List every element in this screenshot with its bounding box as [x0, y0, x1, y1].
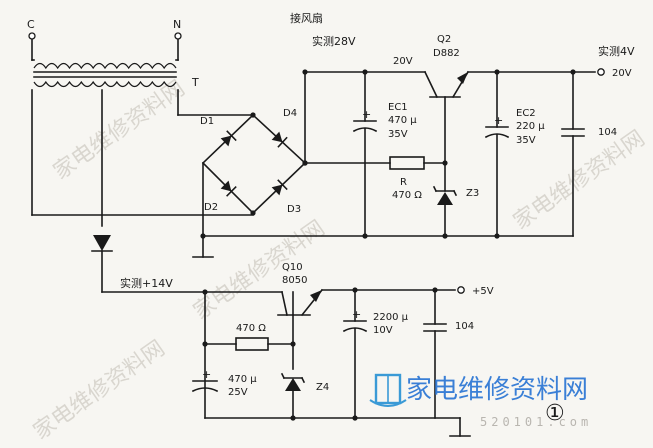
watermark-text-4: 家电维修资料网	[29, 336, 170, 445]
watermark-text-2: 家电维修资料网	[189, 216, 330, 325]
diode-d1-bar	[226, 130, 237, 142]
label-measured-14v: 实测+14V	[120, 276, 173, 290]
label-n: N	[173, 18, 181, 31]
output-20v-terminal	[597, 68, 605, 76]
label-ec2-volt: 35V	[516, 135, 536, 146]
label-cap-104-bottom: 104	[455, 321, 474, 332]
svg-text:+: +	[202, 368, 211, 381]
label-ec2-cap: 220 μ	[516, 121, 545, 132]
url-watermark: 520101.com	[480, 415, 592, 429]
label-q2-part: D882	[433, 48, 460, 59]
label-z4: Z4	[316, 382, 329, 393]
label-5v: +5V	[472, 286, 494, 297]
label-c2200-cap: 2200 μ	[373, 312, 409, 323]
label-measured-28v: 实测28V	[312, 34, 356, 48]
label-d3: D3	[287, 204, 301, 215]
label-cap-104-top: 104	[598, 127, 617, 138]
label-c2200-volt: 10V	[373, 325, 393, 336]
label-d2: D2	[204, 202, 218, 213]
label-q10-part: 8050	[282, 275, 307, 286]
label-ec1-cap: 470 μ	[388, 115, 417, 126]
label-ec1-volt: 35V	[388, 129, 408, 140]
terminal-c	[28, 32, 36, 40]
diode-d4	[271, 131, 283, 143]
svg-text:+: +	[352, 308, 361, 321]
label-fan: 接风扇	[290, 11, 323, 25]
label-d1: D1	[200, 116, 214, 127]
label-c: C	[27, 18, 35, 31]
svg-text:+: +	[494, 114, 503, 127]
brand-watermark: 家电维修资料网	[406, 375, 588, 405]
svg-text:+: +	[362, 108, 371, 121]
diode-d2-bar	[226, 186, 237, 197]
terminal-n	[174, 32, 182, 40]
label-q10: Q10	[282, 262, 303, 273]
watermark-text-1: 家电维修资料网	[49, 76, 190, 185]
label-20v-in: 20V	[393, 56, 413, 67]
label-q2: Q2	[437, 34, 451, 45]
label-r-value: 470 Ω	[392, 190, 422, 201]
label-ec1: EC1	[388, 102, 408, 113]
diode-d2	[220, 180, 232, 192]
label-c470-cap: 470 μ	[228, 374, 257, 385]
diode-d1	[220, 135, 232, 147]
transformer	[28, 32, 182, 227]
upper-regulator: + +	[192, 68, 605, 258]
output-5v-terminal	[457, 286, 465, 294]
label-d4: D4	[283, 108, 297, 119]
label-20v-out: 20V	[612, 68, 632, 79]
label-r: R	[400, 177, 407, 188]
label-measured-4v: 实测4V	[598, 44, 635, 58]
figure-number: ①	[545, 401, 565, 426]
lower-regulator: + +	[91, 235, 471, 437]
label-c470-volt: 25V	[228, 387, 248, 398]
label-ec2: EC2	[516, 108, 536, 119]
bridge-diodes	[220, 130, 288, 197]
label-z3: Z3	[466, 188, 479, 199]
diode-d3	[271, 184, 283, 196]
diode-d3-bar	[277, 179, 288, 191]
diode-d4-bar	[277, 136, 288, 148]
label-t: T	[191, 76, 199, 89]
brand-logo	[369, 373, 407, 407]
label-r-470: 470 Ω	[236, 323, 266, 334]
